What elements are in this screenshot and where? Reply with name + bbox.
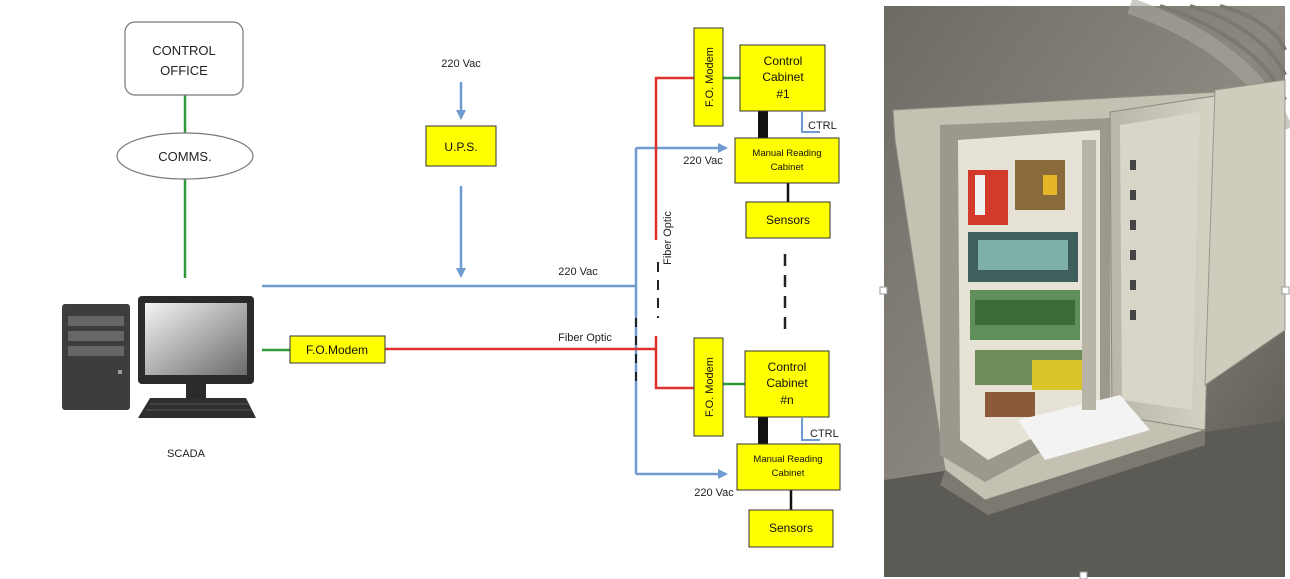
photo-resize-handle-right[interactable] [1282, 287, 1289, 294]
manual-reading-n-line2: Cabinet [772, 468, 805, 479]
control-office-label-1: CONTROL [152, 43, 216, 58]
vac-top-label: 220 Vac [441, 58, 481, 70]
manual-reading-1-node: Manual Reading Cabinet [735, 138, 839, 183]
fo-modem-1-node: F.O. Modem [694, 28, 723, 126]
vac-cabinet1-label: 220 Vac [683, 155, 723, 167]
vac-cabinetn-label: 220 Vac [694, 487, 734, 499]
cabinet-photo [884, 6, 1285, 577]
control-office-node: CONTROL OFFICE [125, 22, 243, 95]
sensors-n-label: Sensors [769, 521, 813, 535]
fo-modem-n-label: F.O. Modem [704, 357, 716, 417]
sensors-1-node: Sensors [746, 202, 830, 238]
scada-computer-icon [62, 296, 256, 418]
control-cabinet-n-node: Control Cabinet #n [745, 351, 829, 417]
manual-reading-1-line2: Cabinet [771, 162, 804, 173]
scada-label: SCADA [167, 448, 206, 460]
control-cabinet-n-line3: #n [780, 393, 793, 407]
control-cabinet-1-node: Control Cabinet #1 [740, 45, 825, 111]
fo-modem-1-label: F.O. Modem [704, 47, 716, 107]
fo-modem-scada-label: F.O.Modem [306, 343, 368, 357]
control-cabinet-n-line2: Cabinet [766, 376, 808, 390]
control-cabinet-1-line1: Control [764, 54, 803, 68]
sensors-1-label: Sensors [766, 213, 810, 227]
fiber-optic-h-label: Fiber Optic [558, 332, 612, 344]
vac-main-label: 220 Vac [558, 266, 598, 278]
comms-node: COMMS. [117, 133, 253, 179]
ctrl-1-label: CTRL [808, 120, 837, 132]
cabinet1-link-bar [758, 110, 768, 138]
fiber-to-modemn [656, 336, 694, 388]
control-cabinet-1-line2: Cabinet [762, 70, 804, 84]
fo-modem-n-node: F.O. Modem [694, 338, 723, 436]
ups-node: U.P.S. [426, 126, 496, 166]
manual-reading-n-node: Manual Reading Cabinet [737, 444, 840, 490]
photo-resize-handle-bottom[interactable] [1080, 572, 1087, 579]
photo-resize-handle-left[interactable] [880, 287, 887, 294]
comms-label: COMMS. [158, 149, 211, 164]
sensors-n-node: Sensors [749, 510, 833, 547]
manual-reading-n-line1: Manual Reading [753, 454, 822, 465]
ups-label: U.P.S. [444, 140, 477, 154]
control-cabinet-1-line3: #1 [776, 87, 790, 101]
fiber-optic-v-label: Fiber Optic [662, 211, 674, 265]
manual-reading-1-line1: Manual Reading [752, 148, 821, 159]
control-cabinet-n-line1: Control [768, 360, 807, 374]
ctrl-n-label: CTRL [810, 428, 839, 440]
cabinetn-link-bar [758, 416, 768, 444]
fo-modem-scada-node: F.O.Modem [290, 336, 385, 363]
control-office-label-2: OFFICE [160, 63, 208, 78]
